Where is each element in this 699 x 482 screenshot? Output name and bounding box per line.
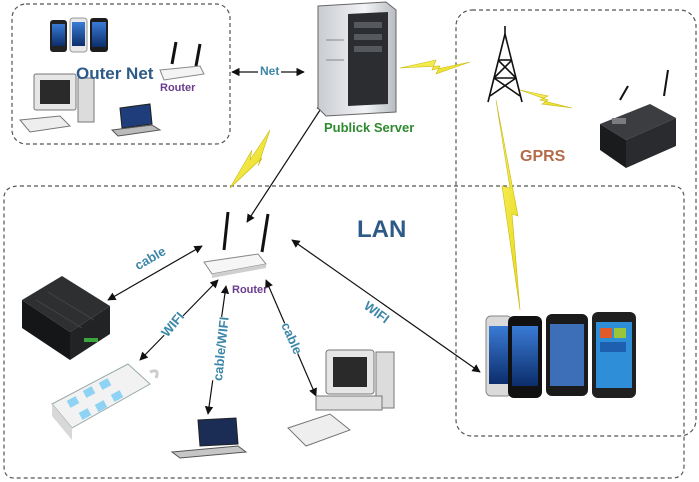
arrow-router-controller: [107, 245, 203, 301]
smartphones-icon: [50, 17, 108, 53]
lightning-router-server-icon: [229, 129, 271, 189]
wifi-router-icon: [203, 211, 270, 278]
laptop-icon: [110, 103, 162, 137]
public-server-label: Publick Server: [324, 120, 415, 135]
smart-power-strip-icon: [51, 363, 159, 440]
gprs-modem-icon: [600, 69, 676, 168]
desktop-computer-icon: [19, 73, 95, 133]
cell-tower-icon: [487, 26, 523, 103]
controller-box-icon: [22, 276, 110, 360]
outer-router-label: Router: [160, 82, 196, 94]
wifi-router-icon: [159, 41, 205, 81]
gprs-label: GPRS: [520, 148, 566, 165]
arrow-lanrouter-server: [246, 103, 325, 223]
net-label: Net: [258, 64, 282, 78]
desktop-computer-icon: [287, 349, 395, 447]
lightning-server-tower-icon: [399, 59, 471, 75]
laptop-icon: [170, 417, 248, 459]
lan-router-label: Router: [232, 284, 268, 296]
arrow-router-phones: [291, 239, 481, 373]
lightning-tower-modem-icon: [519, 89, 573, 109]
lan-region: [3, 185, 685, 479]
gprs-region: [455, 9, 697, 437]
smartphones-icon: [485, 312, 636, 398]
lan-title: LAN: [357, 216, 407, 243]
outer-net-region: [11, 3, 231, 145]
lightning-tower-phones-icon: [495, 99, 521, 311]
outer-net-label: Outer Net: [76, 64, 154, 83]
tower-server-icon: [317, 1, 397, 117]
